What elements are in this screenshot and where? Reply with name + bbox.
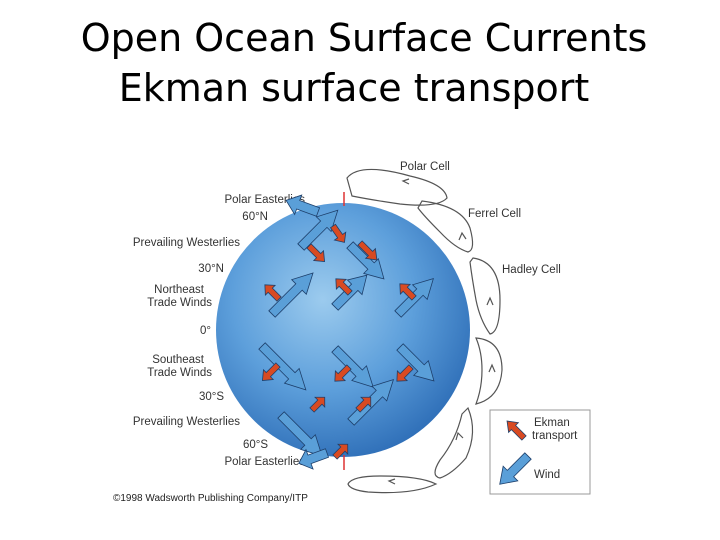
wind-arrow xyxy=(277,411,323,457)
wind-arrow xyxy=(346,241,385,280)
globe xyxy=(216,203,470,457)
cell-arrowhead xyxy=(401,178,410,185)
wind-arrow xyxy=(285,194,321,217)
ekman-arrow xyxy=(335,278,353,296)
label-ferrel-cell: Ferrel Cell xyxy=(468,208,521,220)
label-hadley-cell: Hadley Cell xyxy=(502,264,561,276)
cell-arrowhead xyxy=(455,431,464,441)
ekman-arrow xyxy=(309,396,326,413)
ekman-arrow xyxy=(334,364,352,382)
hadley-cell-north-loop xyxy=(469,257,501,335)
legend-ekman-arrow xyxy=(506,420,527,441)
label-30n: 30°N xyxy=(198,263,224,275)
ferrel-cell-south-loop xyxy=(434,406,474,479)
wind-arrow xyxy=(297,209,339,251)
label-polar-cell: Polar Cell xyxy=(400,161,450,173)
wind-arrow xyxy=(331,345,374,388)
slide-title-line1: Open Ocean Surface Currents xyxy=(80,16,648,60)
label-prevailing-westerlies-top: Prevailing Westerlies xyxy=(133,237,240,249)
ekman-arrow xyxy=(264,284,282,302)
polar-cell-south-loop xyxy=(347,475,438,494)
legend-ekman-label-2: transport xyxy=(532,430,578,442)
label-polar-easterlies-top: Polar Easterlies xyxy=(224,194,305,206)
cell-arrowhead xyxy=(488,363,496,373)
ekman-arrow xyxy=(357,240,378,261)
ekman-arrow xyxy=(329,223,347,243)
hadley-cell-south-loop xyxy=(475,337,503,405)
cell-arrowhead xyxy=(387,478,396,485)
polar-cell-north-loop xyxy=(346,168,448,206)
label-30s: 30°S xyxy=(199,391,224,403)
legend-arrows xyxy=(499,420,532,485)
label-ne-trade-2: Trade Winds xyxy=(147,297,212,309)
ekman-arrow xyxy=(306,243,326,263)
cell-arrowhead xyxy=(458,231,467,241)
label-60s: 60°S xyxy=(243,439,268,451)
label-equator: 0° xyxy=(200,325,211,337)
label-60n: 60°N xyxy=(242,211,268,223)
label-ne-trade-1: Northeast xyxy=(154,284,205,296)
ekman-arrow xyxy=(396,364,414,382)
wind-and-ekman-arrows xyxy=(258,194,435,470)
label-se-trade-2: Trade Winds xyxy=(147,367,212,379)
ekman-arrow xyxy=(261,362,281,382)
slide-title-line2: Ekman surface transport xyxy=(118,66,590,110)
label-polar-easterlies-bottom: Polar Easterlies xyxy=(224,456,305,468)
wind-arrow xyxy=(258,342,307,391)
ekman-arrow xyxy=(332,443,349,460)
legend-ekman-label-1: Ekman xyxy=(534,417,570,429)
ekman-arrow xyxy=(355,396,372,413)
legend-wind-arrow xyxy=(499,452,532,485)
label-se-trade-1: Southeast xyxy=(152,354,205,366)
cell-arrowhead xyxy=(486,296,494,306)
wind-arrow xyxy=(268,272,314,318)
ekman-arrow xyxy=(399,283,417,301)
legend-wind-label: Wind xyxy=(534,469,560,481)
label-prevailing-westerlies-bottom: Prevailing Westerlies xyxy=(133,416,240,428)
circulation-cells xyxy=(346,168,503,494)
ferrel-cell-north-loop xyxy=(417,200,474,253)
wind-arrow xyxy=(396,343,435,382)
wind-arrow xyxy=(298,448,330,470)
copyright-credit: ©1998 Wadsworth Publishing Company/ITP xyxy=(113,493,308,504)
